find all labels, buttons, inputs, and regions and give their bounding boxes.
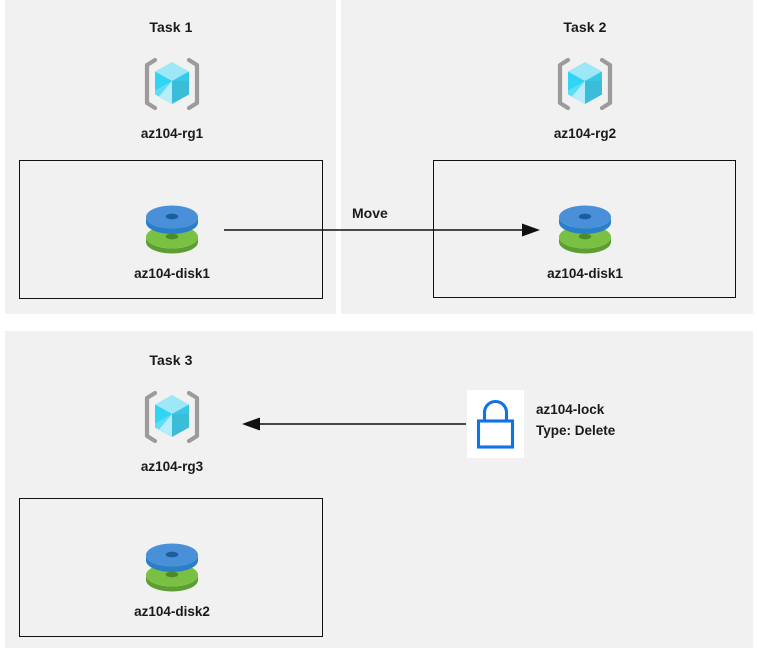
panel-title-task-1: Task 1: [149, 19, 193, 35]
lock-name: az104-lock: [536, 402, 605, 417]
resource-label: az104-disk2: [134, 604, 210, 619]
panel-task-2: [341, 0, 753, 314]
resource-group-label: az104-rg3: [140, 459, 204, 474]
lock-type: Type: Delete: [536, 423, 616, 438]
resource-group-cube-icon: [141, 389, 203, 445]
resource-group-label: az104-rg1: [140, 126, 204, 141]
padlock-icon: [467, 390, 524, 458]
resource-group-label: az104-rg2: [553, 126, 617, 141]
lock-text-block: az104-lock Type: Delete: [536, 399, 736, 441]
managed-disk-icon: [140, 197, 204, 259]
resource-group-cube-icon: [554, 56, 616, 112]
managed-disk-icon: [140, 535, 204, 597]
resource-group-cube-icon: [141, 56, 203, 112]
move-arrow-label: Move: [352, 205, 388, 221]
resource-container-box: [433, 160, 736, 298]
panel-title-task-3: Task 3: [149, 352, 193, 368]
resource-label: az104-disk1: [134, 266, 210, 281]
resource-container-box: [19, 498, 323, 637]
managed-disk-icon: [553, 197, 617, 259]
panel-task-1: [5, 0, 336, 314]
resource-label: az104-disk1: [547, 266, 623, 281]
panel-title-task-2: Task 2: [563, 19, 607, 35]
panel-task-3: [5, 331, 753, 648]
